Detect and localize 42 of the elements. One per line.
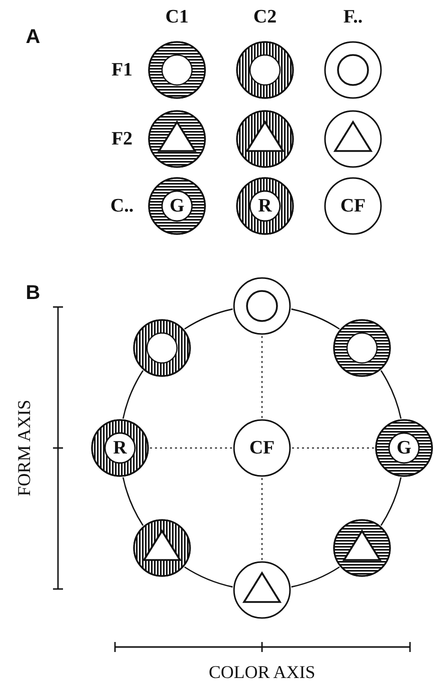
ring-arc [380,370,402,419]
striped-disc [333,318,392,377]
striped-disc [132,519,191,578]
ring-disc [324,110,382,168]
ring-arc [380,477,402,526]
row-heading: F2 [111,130,133,148]
ring-arc [122,477,144,526]
axis-label: FORM AXIS [15,400,33,496]
striped-disc [333,519,392,578]
disc-letter: CF [340,196,366,216]
striped-disc [236,177,294,235]
column-heading: C1 [165,8,189,26]
striped-disc [148,110,206,168]
column-heading: C2 [253,8,277,26]
striped-disc [375,419,433,477]
column-heading: F.. [343,8,363,26]
ring-arc [291,308,340,330]
striped-disc [148,177,206,235]
striped-disc [236,41,294,99]
striped-disc [236,110,294,168]
disc-letter: R [258,196,272,216]
ring-disc [233,277,291,335]
disc-letter: R [113,438,127,458]
disc-letter: G [170,196,184,216]
striped-disc [91,419,149,477]
striped-disc [148,41,206,99]
disc-letter: G [396,438,412,458]
ring-arc [184,566,233,588]
ring-arc [122,370,144,419]
ring-disc [233,419,291,477]
axis-label: COLOR AXIS [208,663,316,681]
ring-disc [324,41,382,99]
ring-arc [291,566,340,588]
row-heading: C.. [110,196,134,216]
panel-letter: A [26,27,40,47]
disc-letter: CF [249,438,275,458]
ring-disc [324,177,382,235]
row-heading: F1 [111,60,133,80]
ring-disc [233,561,291,619]
striped-disc [132,318,191,377]
ring-arc [184,308,233,330]
panel-letter: B [26,283,40,303]
